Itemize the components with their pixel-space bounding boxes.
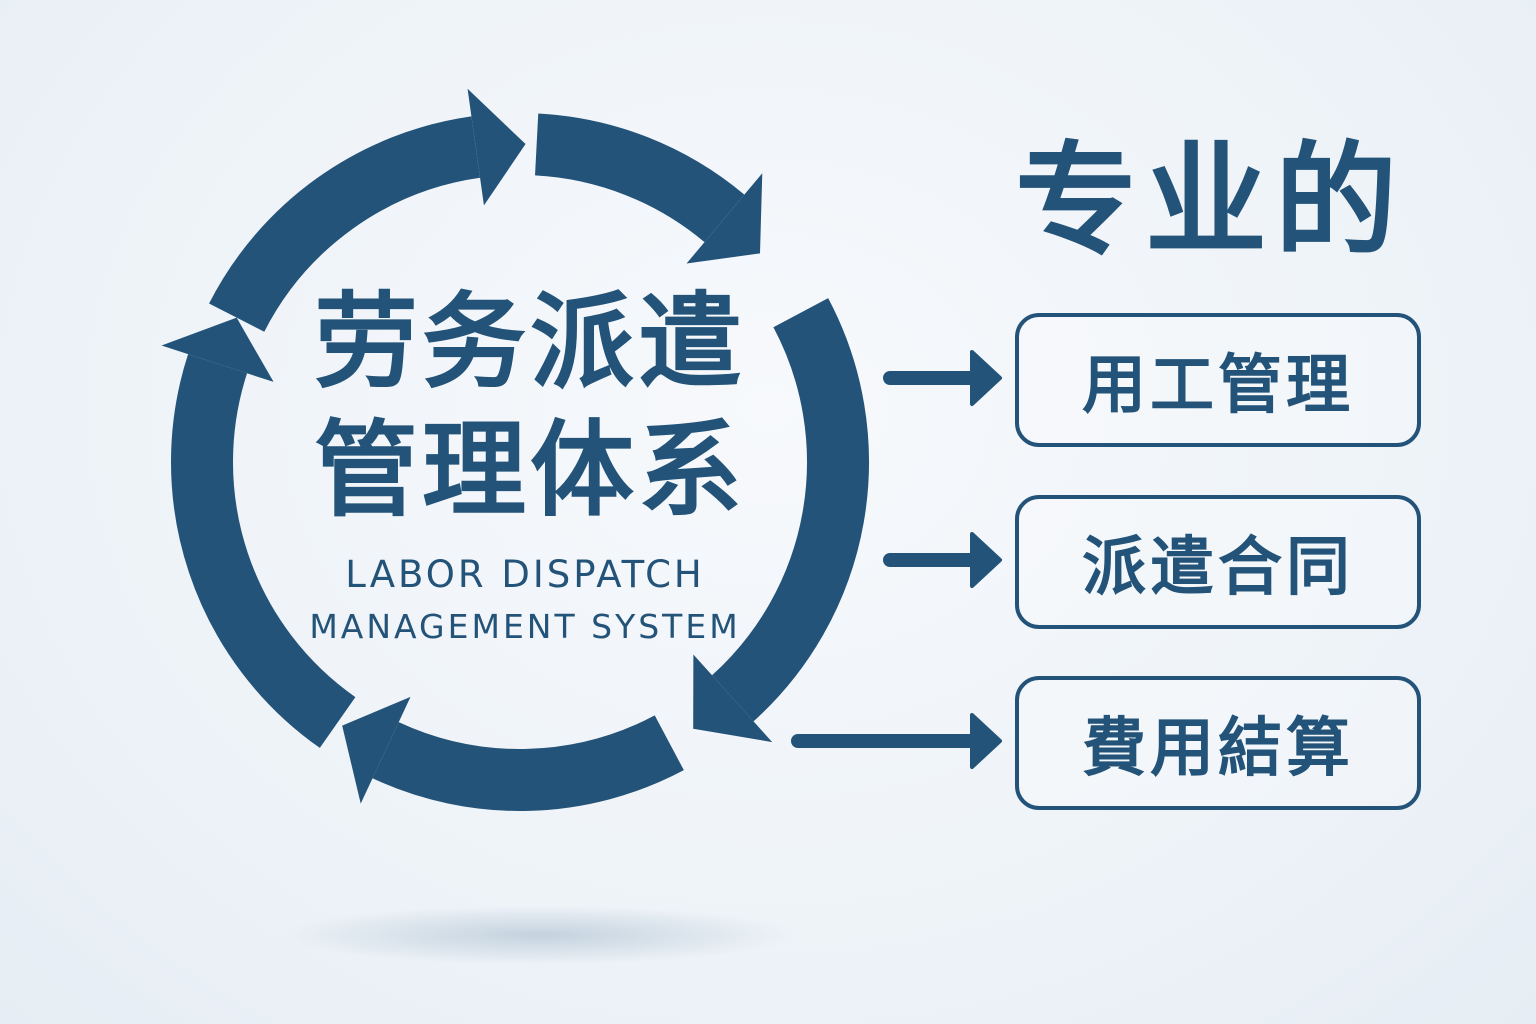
center-subtitle-line1: LABOR DISPATCH — [345, 553, 705, 596]
arrow-right-icon — [970, 350, 1002, 406]
center-title-line2: 管理体系 — [313, 409, 746, 531]
cycle-arrowhead-icon — [693, 654, 773, 743]
cycle-arrow-segment — [171, 354, 356, 748]
arrow-right-icon — [970, 532, 1002, 588]
cycle-arrow-segment — [534, 113, 745, 243]
cycle-arrowhead-icon — [342, 696, 411, 804]
heading: 专业的 — [1015, 130, 1405, 272]
cycle-arrow-segment — [209, 116, 481, 333]
item-box-dispatch-contract: 派遣合同 — [1015, 495, 1421, 629]
cycle-arrowhead-icon — [686, 173, 763, 264]
cycle-arrowhead-icon — [467, 88, 526, 206]
arrow-right-icon — [970, 713, 1002, 769]
item-box-employment-management: 用工管理 — [1015, 313, 1421, 447]
cycle-arrow-segment — [372, 715, 684, 811]
cycle-arrow-segment — [711, 298, 869, 722]
center-subtitle-line2: MANAGEMENT SYSTEM — [309, 607, 741, 646]
item-box-fee-settlement: 費用結算 — [1015, 676, 1421, 810]
cycle-arrowhead-icon — [161, 317, 274, 382]
center-title-line1: 劳务派遣 — [313, 281, 746, 403]
ground-shadow — [280, 905, 800, 965]
